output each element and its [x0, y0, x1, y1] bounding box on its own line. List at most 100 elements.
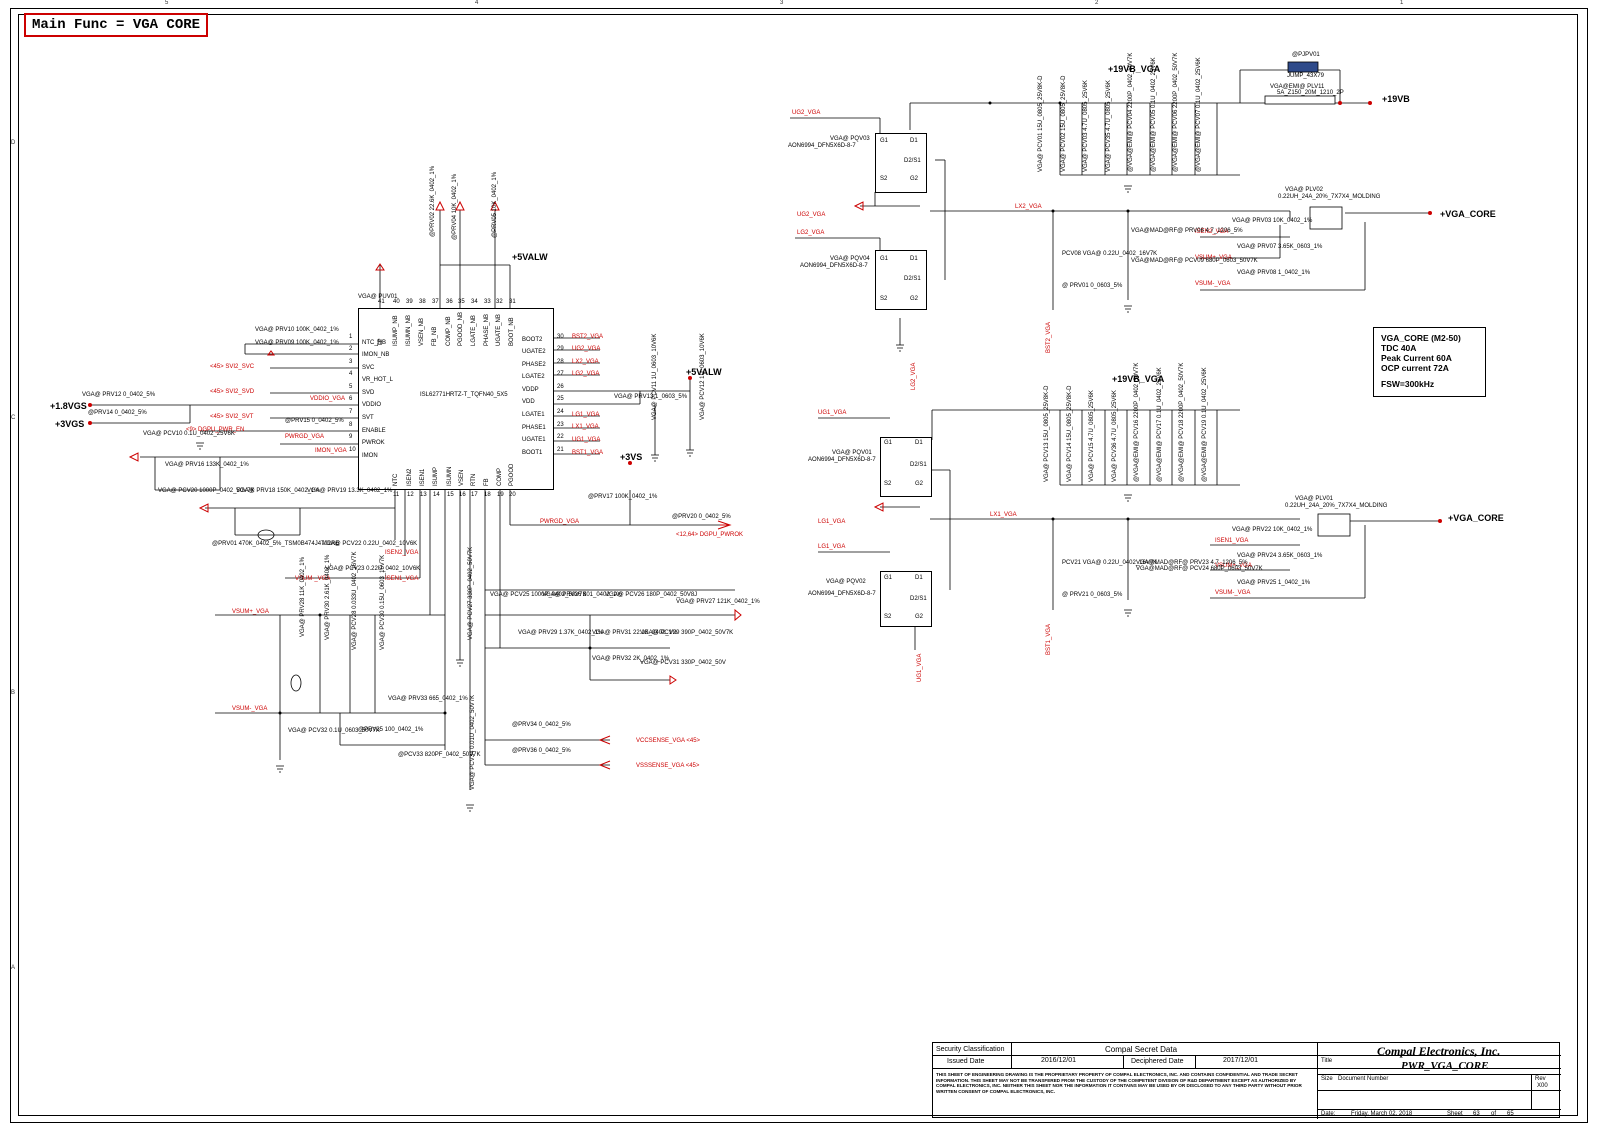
pqv03-g1: G1	[880, 138, 889, 144]
controller-pin-isen2: ISEN2	[407, 468, 413, 486]
mosfet-pqv02	[880, 571, 932, 627]
tb-date-value: Friday, March 02, 2018	[1351, 1111, 1413, 1117]
controller-pin-number: 36	[446, 299, 453, 305]
zone-top-1: 1	[1400, 0, 1404, 6]
tb-rule	[1195, 1055, 1196, 1068]
tb-rule	[1317, 1109, 1561, 1110]
rail-19vb-vga-bottom: +19VB_VGA	[1112, 374, 1165, 384]
controller-pin-lgate2: LGATE2	[522, 374, 545, 380]
net-lx1: LX1_VGA	[572, 424, 599, 430]
controller-pin-svd: SVD	[362, 390, 375, 396]
rail-3vs: +3VS	[620, 452, 643, 462]
net-ug2-alt: UG2_VGA	[797, 212, 826, 218]
net-vddio: VDDIO_VGA	[310, 396, 346, 402]
controller-pin-number: 14	[433, 492, 440, 498]
net-vsum-plus-phase1: VSUM+_VGA	[1215, 563, 1252, 569]
net-ug1-vertical: UG1_VGA	[917, 653, 923, 682]
component-label: VGA@ PRV18 150K_0402_1%	[236, 488, 320, 494]
controller-pin-vddp: VDDP	[522, 387, 539, 393]
controller-pin-number: 21	[557, 447, 564, 453]
tb-deciphered-label: Deciphered Date	[1131, 1058, 1184, 1065]
net-imon: IMON_VGA	[315, 448, 347, 454]
pqv02-g2: G2	[915, 614, 924, 620]
component-label: VGA@ PCV22 0.22U_0402_10V6K	[322, 541, 418, 547]
input-cap-label: VGA@ PCV02 15U_0805_25V8K-D	[1060, 75, 1067, 172]
component-label: VGA@ PCV34 0.01U_0402_50V7K	[470, 694, 476, 790]
tb-rev-label: Rev	[1535, 1076, 1546, 1082]
controller-pin-number: 12	[407, 492, 414, 498]
controller-pin-number: 32	[496, 299, 503, 305]
controller-pin-number: 3	[349, 359, 353, 365]
controller-pin-boot-nb: BOOT_NB	[509, 317, 515, 346]
pjpv01-part: JUMP_43X79	[1287, 73, 1325, 79]
input-cap-label: @VGA@EMI@ PCV04 2200P_0402_50V7K	[1128, 52, 1134, 172]
controller-pin-pgood-nb: PGOOD_NB	[458, 311, 464, 346]
controller-pin-number: 11	[393, 492, 400, 498]
tb-rule	[1531, 1074, 1532, 1109]
net-lg1: LG1_VGA	[572, 412, 600, 418]
net-vsum-minus-phase1: VSUM-_VGA	[1215, 590, 1251, 596]
pqv04-d1: D1	[910, 256, 918, 262]
sense-resistor-label: VGA@ PRV07 3.65K_0603_1%	[1237, 244, 1323, 250]
pqv03-part: AON6994_DFN5X6D-8-7	[788, 143, 856, 149]
controller-pin-number: 25	[557, 396, 564, 402]
spec-line-1: VGA_CORE (M2-50)	[1381, 333, 1461, 343]
component-label: VGA@ PRV28 11K_0402_1%	[300, 557, 306, 637]
sense-resistor-label: VGA@ PRV03 10K_0402_1%	[1232, 218, 1313, 224]
pqv02-d2s1: D2/S1	[910, 596, 927, 602]
input-cap-label: VGA@ PCV01 15U_0805_25V8K-D	[1038, 75, 1044, 172]
tb-rule	[1317, 1043, 1318, 1119]
rail-19vb-vga-top: +19VB_VGA	[1108, 64, 1161, 74]
controller-pin-ugate-nb: UGATE_NB	[496, 314, 502, 346]
net-lg1-phase: LG1_VGA	[818, 544, 846, 550]
controller-pin-isumn: ISUMN	[447, 466, 453, 486]
controller-pin-number: 22	[557, 434, 564, 440]
zone-top-3: 3	[780, 0, 784, 6]
spec-line-3: Peak Current 60A	[1381, 353, 1452, 363]
tb-size-label: Size	[1321, 1076, 1333, 1082]
controller-pin-vdd: VDD	[522, 399, 535, 405]
controller-pin-number: 20	[509, 492, 516, 498]
component-label: @PRV15 0_0402_5%	[285, 418, 344, 424]
spec-line-4: OCP current 72A	[1381, 363, 1449, 373]
input-cap-label: @VGA@EMI@ PCV18 2200P_0402_50V7K	[1179, 362, 1185, 482]
pqv04-g1: G1	[880, 256, 889, 262]
sense-resistor-label: VGA@ PRV22 10K_0402_1%	[1232, 527, 1313, 533]
controller-pin-vsen: VSEN	[459, 469, 465, 486]
input-cap-label: @VGA@EMI@ PCV17 0.1U_0402_25V6K	[1156, 367, 1163, 482]
controller-pin-number: 4	[349, 371, 353, 377]
component-label: @PRV34 0_0402_5%	[512, 722, 571, 728]
net-isen1-ctrl: ISEN1_VGA	[385, 576, 419, 582]
net-bst1-phase: BST1_VGA	[1046, 623, 1052, 655]
pqv03-d2s1: D2/S1	[904, 158, 921, 164]
component-label: VGA@ PRV12 0_0402_5%	[82, 392, 156, 398]
component-label: @PRV35 100_0402_1%	[358, 727, 424, 733]
net-ug2: UG2_VGA	[572, 346, 601, 352]
pqv04-part: AON6994_DFN5X6D-8-7	[800, 263, 868, 269]
plv01-part: 0.22UH_24A_20%_7X7X4_MOLDING	[1285, 503, 1388, 509]
net-lx2-phase: LX2_VGA	[1015, 204, 1042, 210]
controller-pin-phase-nb: PHASE_NB	[484, 313, 490, 346]
controller-pin-lgate1: LGATE1	[522, 412, 545, 418]
net-lg2: LG2_VGA	[572, 371, 600, 377]
pqv01-d2s1: D2/S1	[910, 462, 927, 468]
plv01-ref: VGA@ PLV01	[1295, 496, 1333, 502]
mosfet-pqv04	[875, 250, 927, 310]
controller-pin-number: 28	[557, 359, 564, 365]
net-lx1-phase: LX1_VGA	[990, 512, 1017, 518]
rail-5valw-ic: +5VALW	[512, 252, 548, 262]
net-lg2-vertical: LG2_VGA	[911, 362, 917, 390]
controller-pin-comp-nb: COMP_NB	[446, 316, 452, 346]
controller-pin-number: 17	[471, 492, 478, 498]
component-label: VGA@ PRV27 121K_0402_1%	[676, 599, 760, 605]
pqv04-ref: VGA@ PQV04	[830, 256, 870, 262]
tb-issued-value: 2016/12/01	[1041, 1057, 1077, 1064]
tb-rule	[1317, 1090, 1561, 1091]
tb-rule	[1123, 1055, 1124, 1068]
component-label: @PRV02 22.6K_0402_1%	[430, 165, 436, 237]
input-cap-label: VGA@ PCV13 15U_0805_25V8K-D	[1044, 385, 1050, 482]
controller-ref: VGA@ PUV01	[358, 294, 398, 300]
spec-line-6: FSW=300kHz	[1381, 379, 1435, 389]
net-vsssense: VSSSENSE_VGA <45>	[636, 763, 700, 769]
controller-pin-isumn-nb: ISUMN_NB	[406, 314, 412, 346]
